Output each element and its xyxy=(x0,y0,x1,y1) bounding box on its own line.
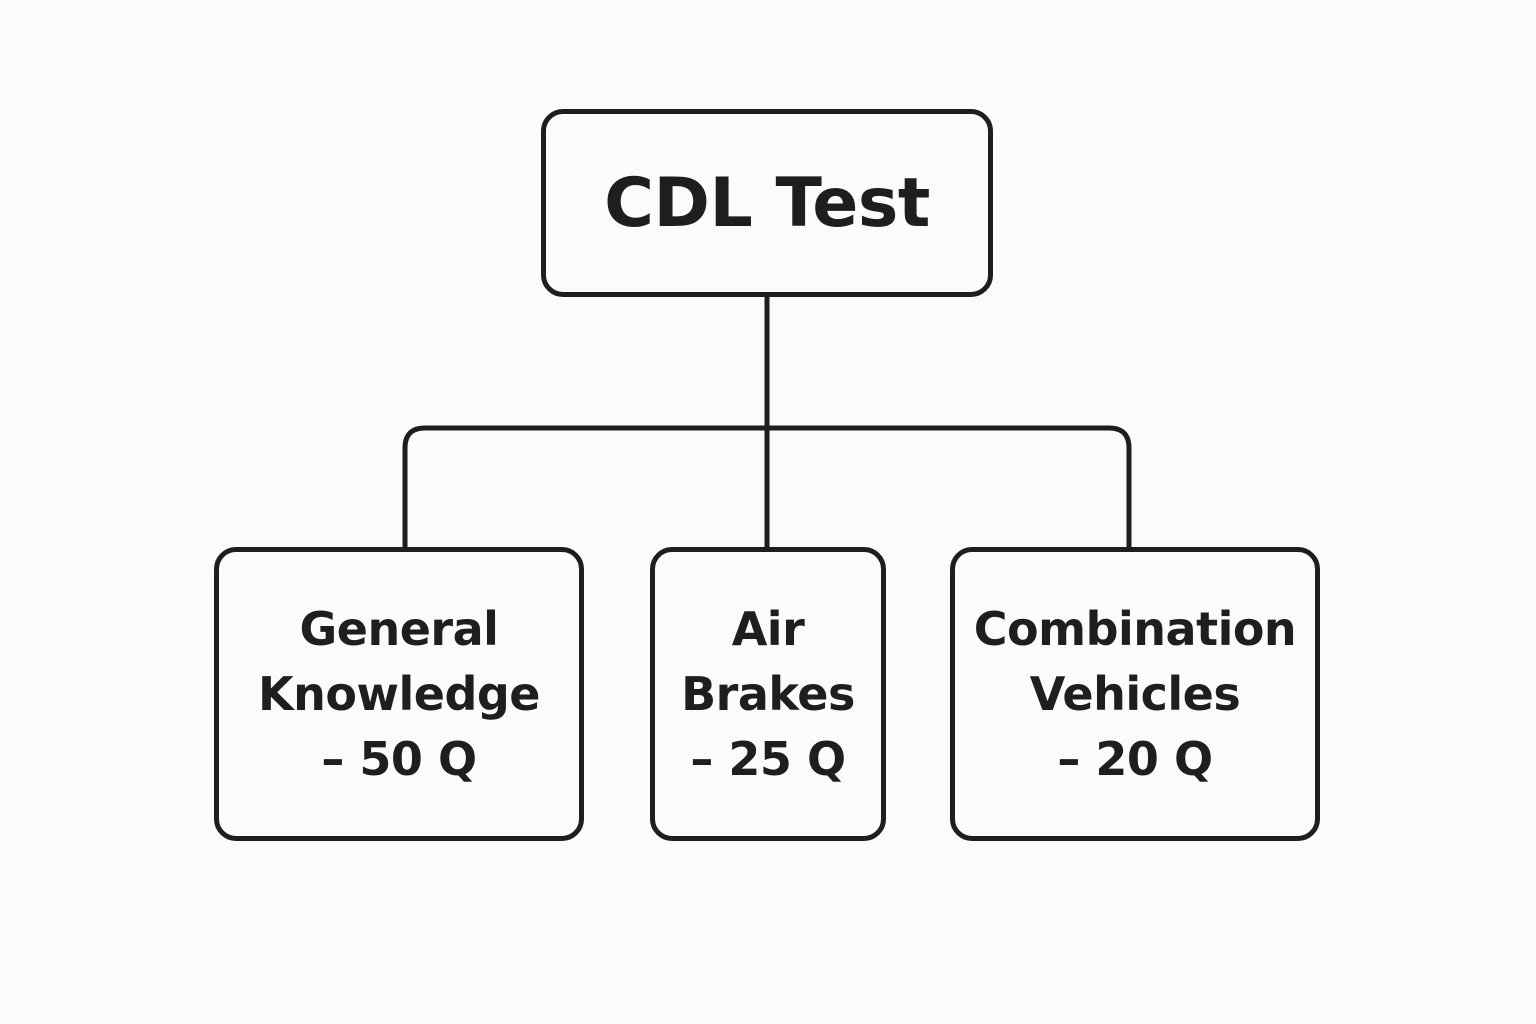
child-question-count: – 25 Q xyxy=(690,731,846,786)
child-label: Air Brakes – 25 Q xyxy=(681,597,855,792)
child-question-count: – 50 Q xyxy=(321,731,477,786)
root-node: CDL Test xyxy=(541,109,993,297)
child-title-line2: Brakes xyxy=(681,666,855,721)
child-title-line1: General xyxy=(299,601,499,656)
root-label: CDL Test xyxy=(604,163,930,243)
child-title-line2: Vehicles xyxy=(1029,666,1241,721)
child-title-line2: Knowledge xyxy=(257,666,541,721)
child-node-air-brakes: Air Brakes – 25 Q xyxy=(650,547,886,841)
child-title-line1: Combination xyxy=(973,601,1297,656)
child-label: Combination Vehicles – 20 Q xyxy=(973,597,1297,792)
child-title-line1: Air xyxy=(731,601,805,656)
child-node-combination-vehicles: Combination Vehicles – 20 Q xyxy=(950,547,1320,841)
child-node-general-knowledge: General Knowledge – 50 Q xyxy=(214,547,584,841)
child-label: General Knowledge – 50 Q xyxy=(257,597,541,792)
child-question-count: – 20 Q xyxy=(1057,731,1213,786)
